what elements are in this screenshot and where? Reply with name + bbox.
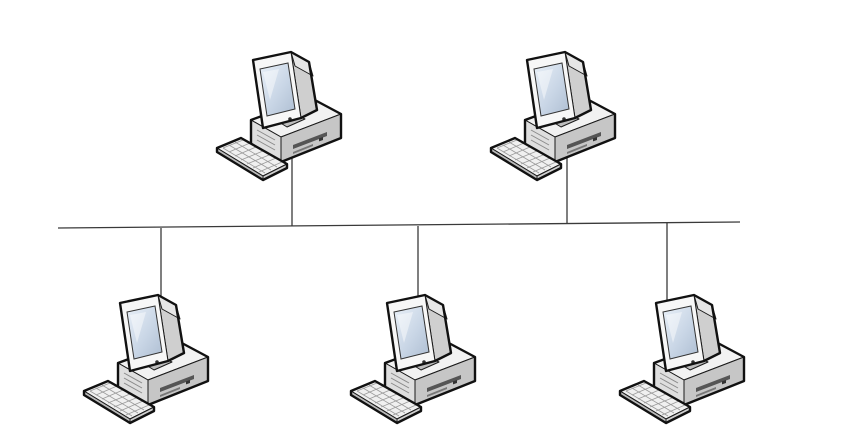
desktop-computer-icon-bottom-left	[82, 293, 210, 425]
desktop-computer-icon-bottom-center	[349, 293, 477, 425]
desktop-computer-icon-bottom-right	[618, 293, 746, 425]
network-bus-line	[57, 221, 741, 229]
desktop-computer-icon-top-right	[489, 50, 617, 182]
desktop-computer-icon-top-left	[215, 50, 343, 182]
